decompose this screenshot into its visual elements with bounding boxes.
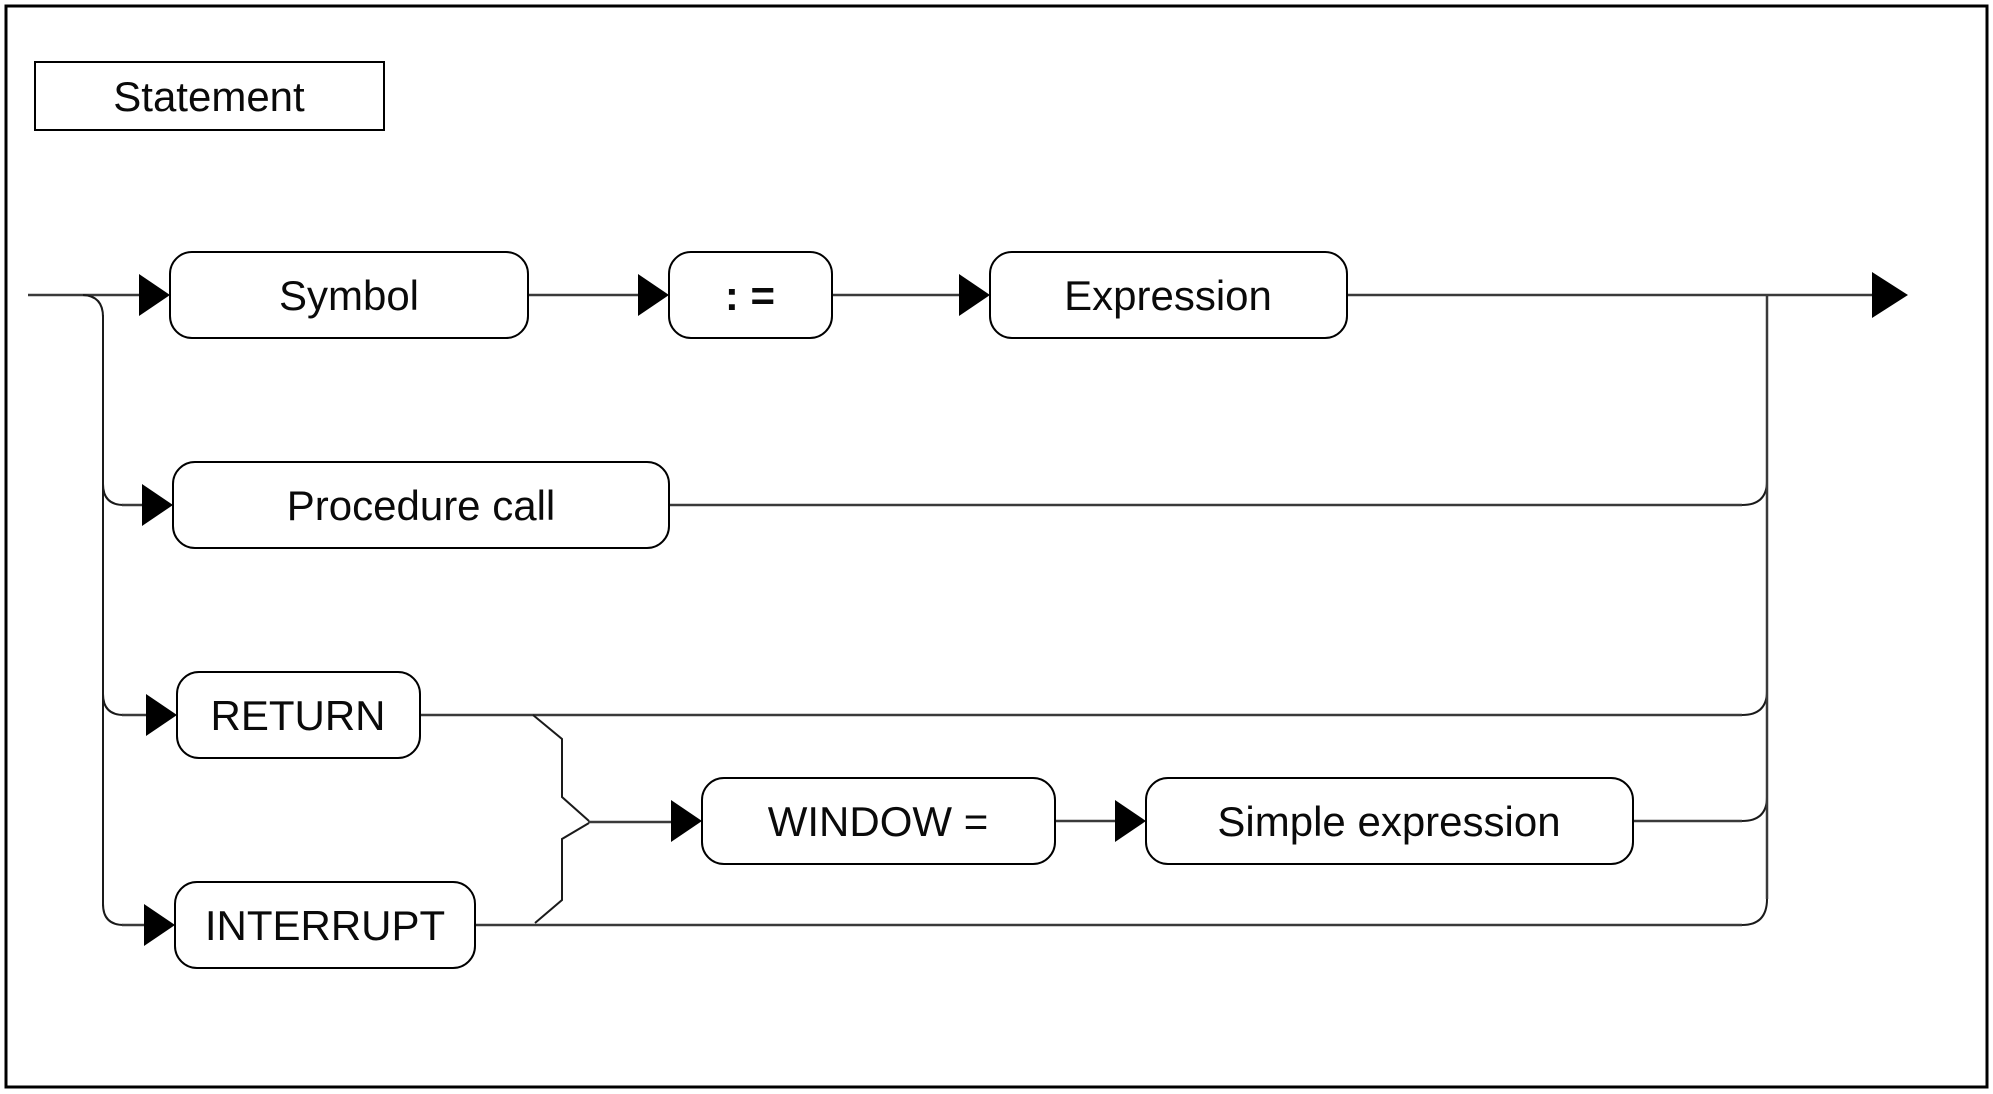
hook-row4: [1741, 898, 1768, 926]
simple-expression-box: [1145, 777, 1634, 865]
branch-curve-row2: [102, 483, 125, 506]
expression-label: Expression: [1064, 272, 1272, 319]
assign-label: : =: [725, 272, 775, 319]
arrow-right-icon-simple-expression: [1115, 800, 1146, 842]
node-expression: Expression: [989, 251, 1348, 339]
brace-lower: [534, 822, 590, 924]
arrow-right-icon-return: [146, 694, 177, 736]
symbol-box: [169, 251, 529, 339]
diagram-title-node: Statement: [34, 61, 385, 131]
symbol-label: Symbol: [279, 272, 419, 319]
procedure-call-box: [172, 461, 670, 549]
arrow-right-icon-exit: [1872, 272, 1908, 318]
title-box: [34, 61, 385, 131]
simple-expression-label: Simple expression: [1217, 798, 1560, 845]
brace-upper: [532, 714, 590, 822]
arrow-right-icon-expression: [959, 274, 990, 316]
diagram-frame: [4, 4, 1989, 1089]
diagram-title: Statement: [113, 73, 305, 120]
node-simple-expression: Simple expression: [1145, 777, 1634, 865]
node-return: RETURN: [176, 671, 421, 759]
arrow-right-icon-window: [671, 800, 702, 842]
assign-box: [668, 251, 833, 339]
window-eq-box: [701, 777, 1056, 865]
arrow-right-icon-symbol: [139, 274, 170, 316]
arrow-right-icon-interrupt: [144, 904, 175, 946]
arrow-right-icon-assign: [638, 274, 669, 316]
node-procedure-call: Procedure call: [172, 461, 670, 549]
hook-row3: [1741, 690, 1768, 716]
node-interrupt: INTERRUPT: [174, 881, 476, 969]
interrupt-label: INTERRUPT: [205, 902, 445, 949]
branch-curve-row4: [102, 903, 125, 926]
expression-box: [989, 251, 1348, 339]
node-window-eq: WINDOW =: [701, 777, 1056, 865]
return-label: RETURN: [211, 692, 386, 739]
hook-window-row: [1741, 796, 1768, 822]
window-eq-label: WINDOW =: [768, 798, 988, 845]
return-box: [176, 671, 421, 759]
procedure-call-label: Procedure call: [287, 482, 555, 529]
node-assign: : =: [668, 251, 833, 339]
arrow-right-icon-procedure-call: [142, 484, 173, 526]
node-symbol: Symbol: [169, 251, 529, 339]
branch-top-curve: [82, 294, 104, 318]
hook-row2: [1741, 480, 1768, 506]
branch-curve-row3: [102, 693, 125, 716]
interrupt-box: [174, 881, 476, 969]
